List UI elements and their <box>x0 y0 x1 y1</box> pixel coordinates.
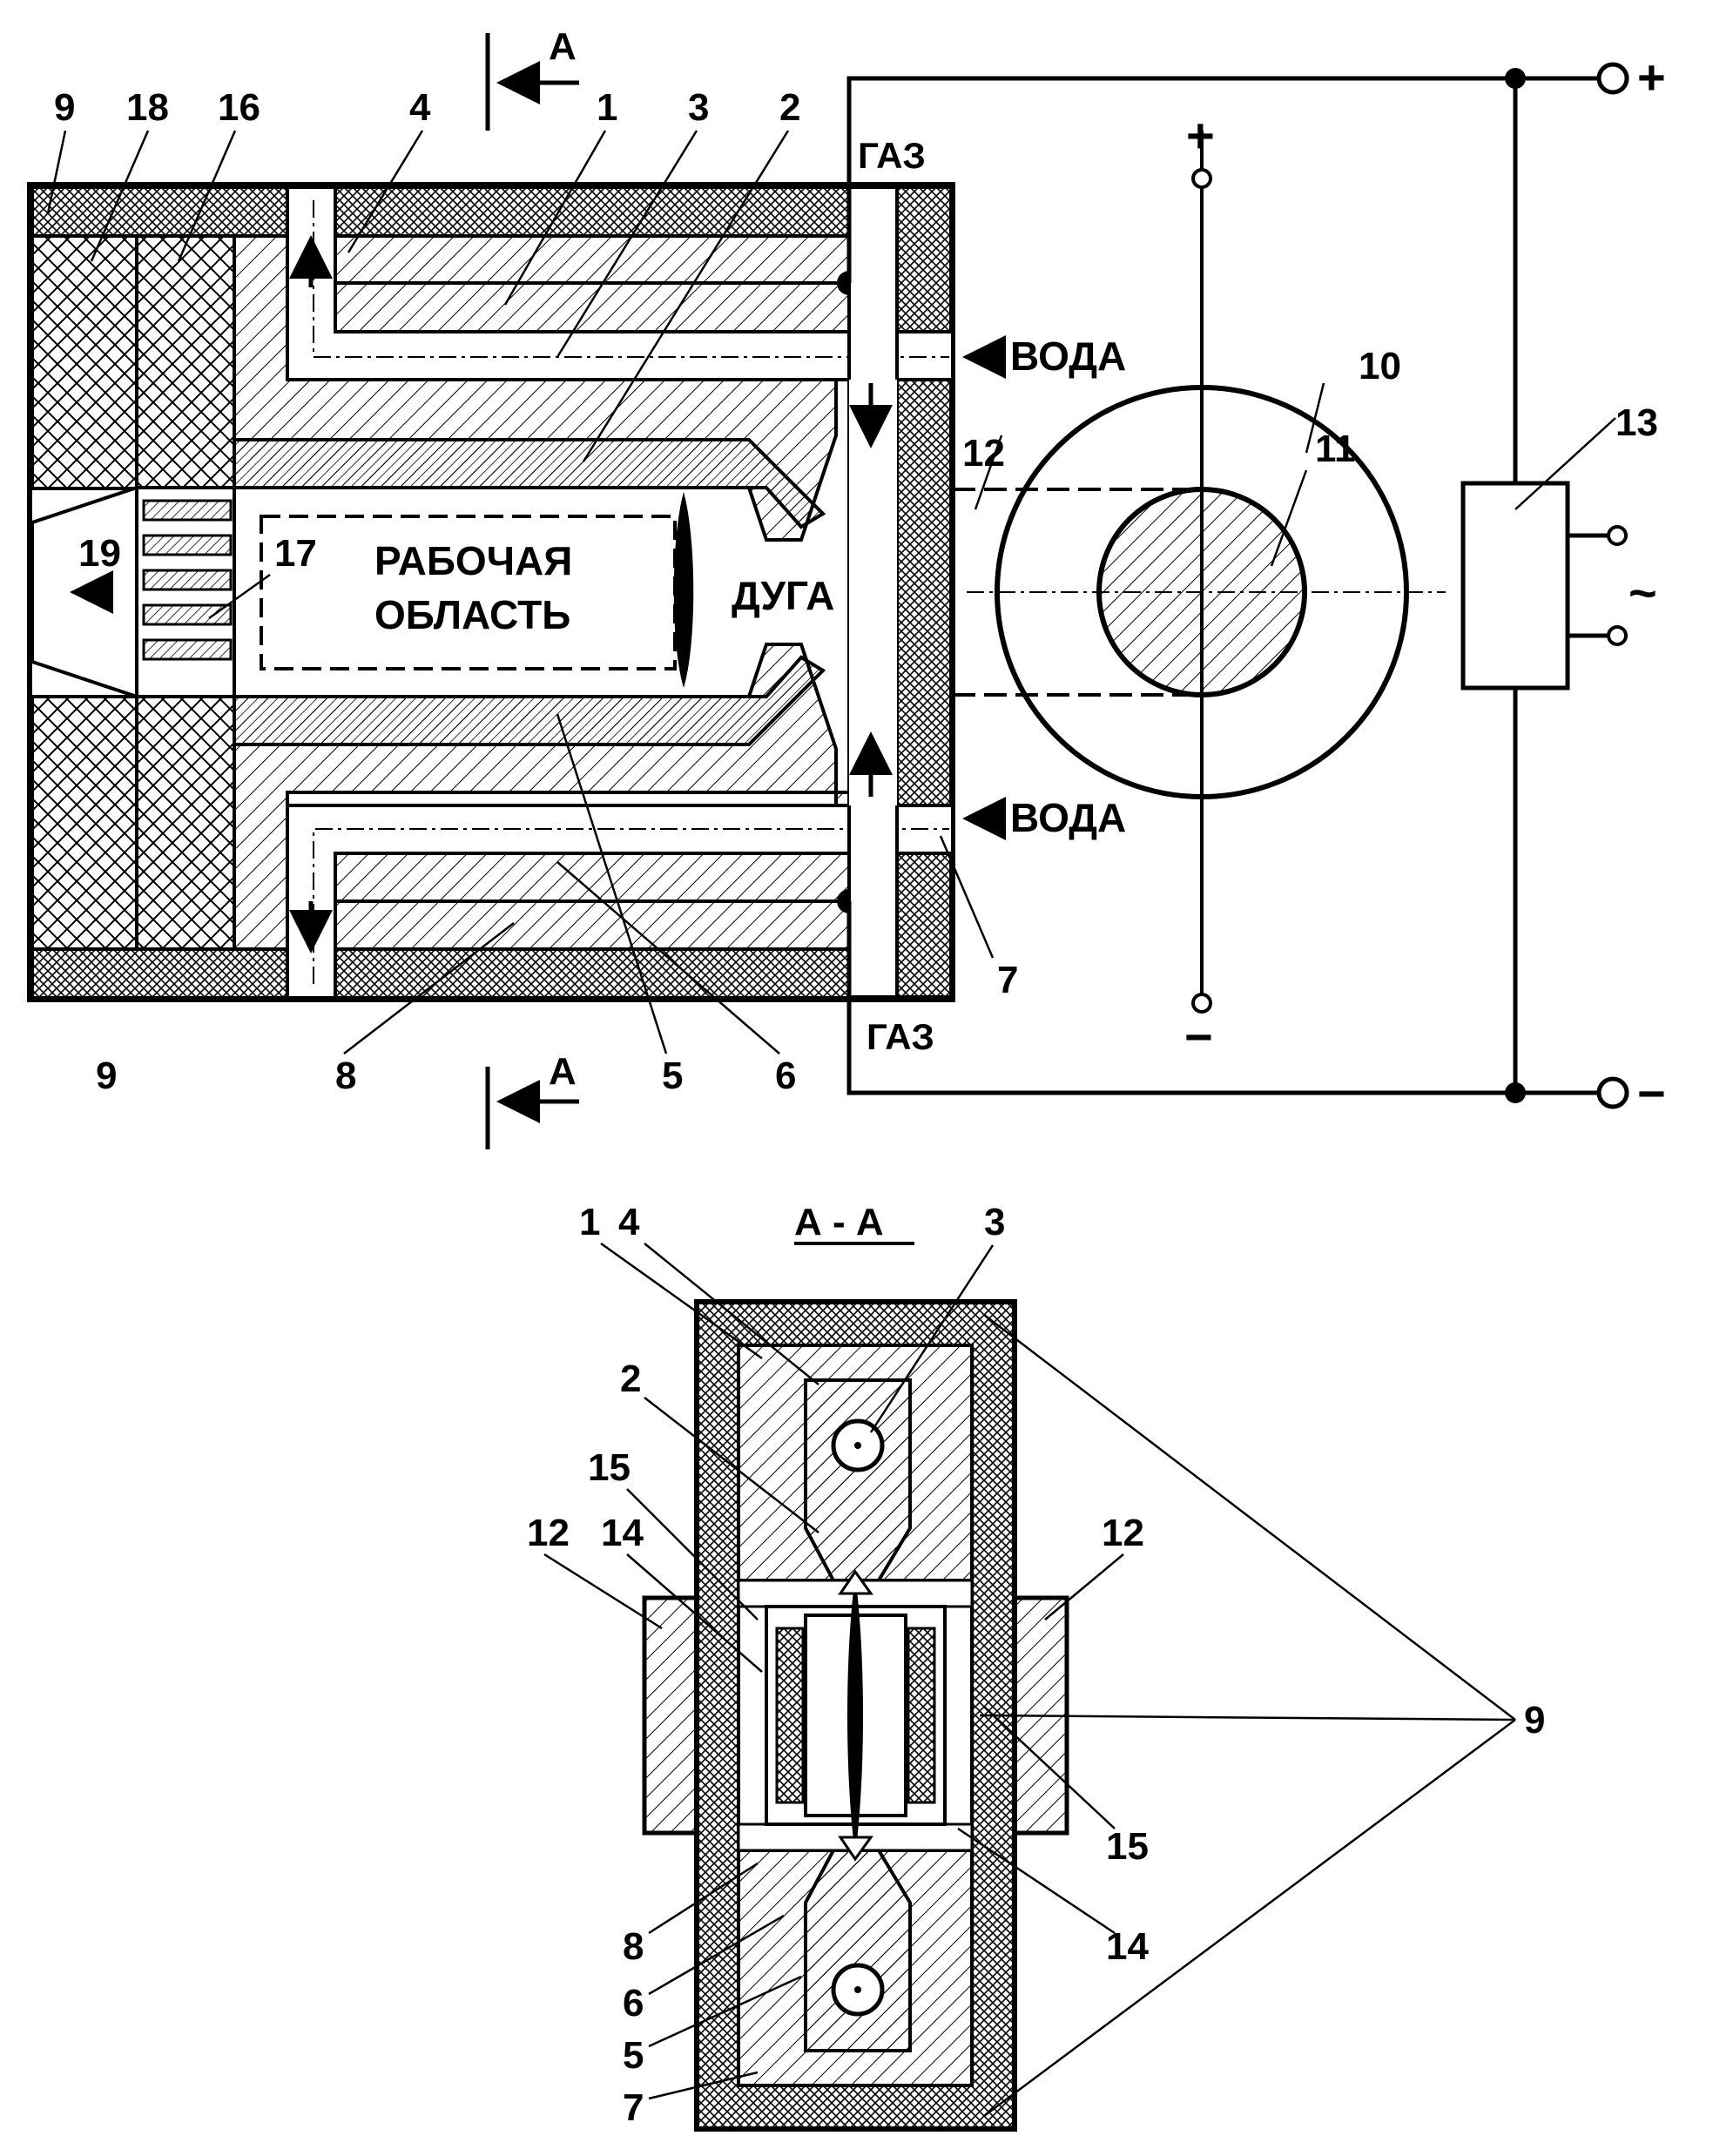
aa-label-14-left: 14 <box>601 1512 644 1554</box>
water-label-top: ВОДА <box>1010 334 1126 379</box>
aa-label-6: 6 <box>623 1982 644 2025</box>
label-18: 18 <box>126 86 169 129</box>
aa-label-9: 9 <box>1524 1699 1545 1742</box>
working-area-label-1: РАБОЧАЯ <box>374 538 572 583</box>
label-12-top: 12 <box>962 432 1005 475</box>
aa-label-8: 8 <box>623 1925 644 1968</box>
insulation-bottom <box>32 949 851 998</box>
block-18-bottom <box>32 697 137 949</box>
source-minus: − <box>1184 1009 1213 1064</box>
label-19: 19 <box>78 532 121 575</box>
terminal-minus: − <box>1637 1066 1666 1121</box>
label-4: 4 <box>409 86 431 129</box>
label-8-top: 8 <box>335 1054 356 1097</box>
gas-label-top: ГАЗ <box>858 135 926 176</box>
gas-label-bottom: ГАЗ <box>867 1016 934 1057</box>
block-16-bottom <box>137 697 234 949</box>
label-9-top: 9 <box>54 86 75 129</box>
cross-section-aa: А - А 1 4 3 2 15 12 <box>527 1201 1545 2129</box>
ac-symbol: ~ <box>1629 565 1657 620</box>
label-2: 2 <box>779 86 800 129</box>
aa-label-12-right: 12 <box>1102 1512 1144 1554</box>
label-5-top: 5 <box>662 1054 683 1097</box>
block-18-top <box>32 236 137 488</box>
label-10: 10 <box>1359 345 1401 387</box>
insulation-right <box>897 187 951 997</box>
label-9-bottom: 9 <box>96 1054 117 1097</box>
section-title: А - А <box>794 1201 884 1243</box>
label-13: 13 <box>1615 401 1658 444</box>
aa-label-15-right: 15 <box>1106 1825 1149 1868</box>
aa-label-2: 2 <box>620 1358 641 1400</box>
label-11: 11 <box>1315 428 1356 470</box>
label-17: 17 <box>274 532 317 575</box>
label-16: 16 <box>218 86 260 129</box>
arc-label: ДУГА <box>732 573 834 618</box>
block-16-top <box>137 236 234 488</box>
label-6-top: 6 <box>775 1054 796 1097</box>
electrode-17 <box>137 488 234 697</box>
aa-label-7: 7 <box>623 2086 644 2129</box>
aa-label-15-left: 15 <box>588 1446 631 1489</box>
longitudinal-section: РАБОЧАЯ ОБЛАСТЬ ДУГА ВОДА ВОДА ГАЗ ГАЗ А <box>30 25 1666 1149</box>
section-letter-top: А <box>549 25 577 68</box>
water-label-bottom: ВОДА <box>1010 795 1126 840</box>
aa-label-3: 3 <box>984 1201 1005 1243</box>
aa-label-1: 1 <box>579 1201 600 1243</box>
aa-label-4: 4 <box>618 1201 640 1243</box>
source-plus: + <box>1186 108 1215 163</box>
aa-label-5: 5 <box>623 2034 644 2077</box>
terminal-plus: + <box>1637 50 1666 104</box>
aa-label-12-left: 12 <box>527 1512 570 1554</box>
label-3: 3 <box>688 86 709 129</box>
working-area-label-2: ОБЛАСТЬ <box>374 592 570 637</box>
aa-magnet-left <box>644 1598 697 1833</box>
label-1: 1 <box>597 86 617 129</box>
label-7-top: 7 <box>997 959 1018 1001</box>
magnet <box>953 131 1446 1012</box>
section-letter-bottom: А <box>549 1050 577 1093</box>
